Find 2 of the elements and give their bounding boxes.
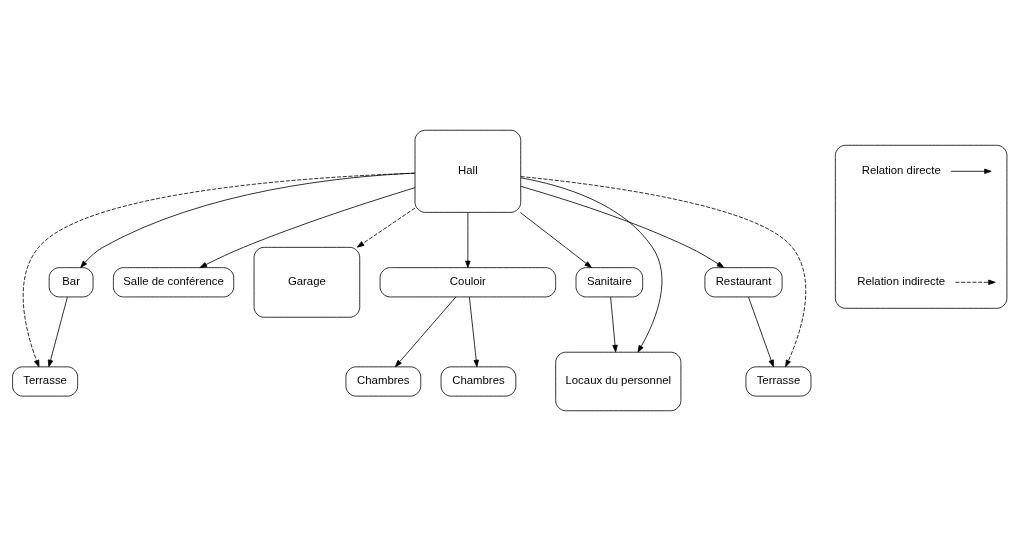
legend-label: Relation indirecte: [856, 275, 945, 288]
legend-label: Relation directe: [861, 164, 941, 177]
